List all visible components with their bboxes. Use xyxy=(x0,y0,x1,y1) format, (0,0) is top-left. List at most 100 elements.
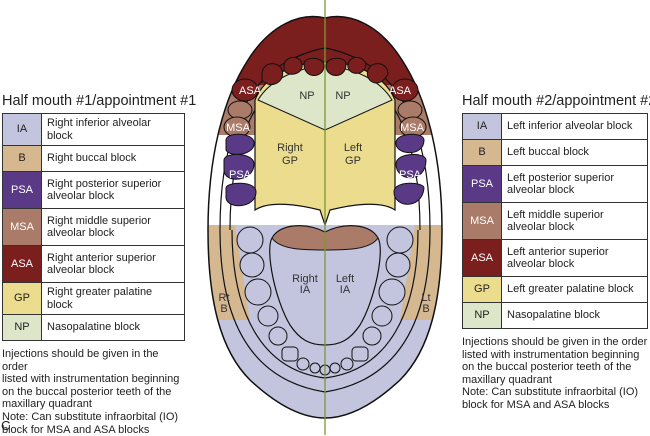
mouth-diagram: NP NP ASA ASA MSA MSA PSA PSA Right GP L… xyxy=(207,0,443,435)
legend-desc: Right anterior superior alveolar block xyxy=(41,245,185,283)
upper-premolars xyxy=(223,100,427,138)
legend-desc: Right greater palatine block xyxy=(41,282,185,315)
tooth xyxy=(386,226,414,254)
label-msa-right: MSA xyxy=(226,122,251,134)
tooth xyxy=(329,362,341,374)
legend-code: PSA xyxy=(462,165,502,203)
legend-desc: Left posterior superior alveolar block xyxy=(501,165,648,203)
tooth xyxy=(340,357,354,371)
legend-code: GP xyxy=(462,276,502,303)
tooth xyxy=(225,133,255,155)
tooth xyxy=(393,182,425,205)
note-line: on the buccal posterior teeth of the xyxy=(2,385,172,398)
figure-label: C xyxy=(1,418,11,433)
note-line: Note: Can substitute infraorbital (IO) xyxy=(462,386,639,399)
legend-code: PSA xyxy=(2,171,42,209)
label-ia-right-1: Right xyxy=(292,273,318,285)
legend-code: MSA xyxy=(462,202,502,240)
legend-code: IA xyxy=(2,113,42,146)
label-gp-right-1: Right xyxy=(277,142,303,154)
tooth xyxy=(227,100,253,120)
tooth xyxy=(239,252,265,278)
legend-desc: Left anterior superior alveolar block xyxy=(501,239,648,277)
legend-code: NP xyxy=(2,314,42,341)
label-psa-left: PSA xyxy=(399,169,422,181)
legend-code: ASA xyxy=(2,245,42,283)
note-line: maxillary quadrant xyxy=(2,398,92,411)
legend-desc: Right posterior superior alveolar block xyxy=(41,171,185,209)
tooth xyxy=(268,326,288,346)
label-b-left-2: B xyxy=(422,303,429,315)
tooth xyxy=(362,326,382,346)
tooth xyxy=(347,57,367,74)
tooth-asa-left xyxy=(391,78,419,102)
tooth xyxy=(257,305,279,327)
tooth xyxy=(223,154,255,180)
legend-desc: Nasopalatine block xyxy=(41,314,185,341)
tooth xyxy=(395,133,425,154)
legend-desc: Right middle superior alveolar block xyxy=(41,208,185,246)
legend-desc: Left inferior alveolar block xyxy=(501,113,648,140)
tooth xyxy=(236,226,264,254)
tooth xyxy=(309,362,321,374)
label-ia-left-2: IA xyxy=(340,284,351,296)
right-panel-title: Half mouth #2/appointment #2 xyxy=(462,93,650,109)
label-gp-left-1: Left xyxy=(344,142,362,154)
left-instructions-note: Injections should be given in the order … xyxy=(2,348,185,436)
legend-code: ASA xyxy=(462,239,502,277)
legend-desc: Nasopalatine block xyxy=(501,302,648,329)
tooth xyxy=(244,278,272,306)
legend-code: NP xyxy=(462,302,502,329)
upper-anterior-teeth xyxy=(231,57,419,102)
tooth xyxy=(325,57,347,76)
label-gp-left-2: GP xyxy=(345,155,361,167)
legend-code: B xyxy=(2,145,42,172)
tooth xyxy=(385,252,411,278)
tooth xyxy=(351,346,369,362)
label-b-left-1: Lt xyxy=(421,292,430,304)
note-line: on the buccal posterior teeth of the xyxy=(462,361,632,374)
tooth xyxy=(366,63,389,84)
note-line: Injections should be given in the order xyxy=(462,336,648,348)
note-line: block for MSA and ASA blocks xyxy=(462,398,610,411)
legend-desc: Left middle superior alveolar block xyxy=(501,202,648,240)
tooth-asa-right xyxy=(231,78,259,102)
legend-desc: Left greater palatine block xyxy=(501,276,648,303)
tooth xyxy=(395,154,427,179)
tooth xyxy=(281,346,299,362)
legend-desc: Left buccal block xyxy=(501,139,648,166)
legend-code: B xyxy=(462,139,502,166)
tooth xyxy=(378,278,406,306)
label-ia-right-2: IA xyxy=(300,284,311,296)
lower-teeth xyxy=(236,226,414,376)
label-asa-left: ASA xyxy=(389,85,412,97)
right-instructions-note: Injections should be given in the order … xyxy=(462,336,648,412)
tooth xyxy=(283,57,303,75)
tooth xyxy=(371,305,393,327)
label-asa-right: ASA xyxy=(239,85,262,97)
tooth xyxy=(303,57,325,76)
tooth xyxy=(296,357,310,371)
note-line: listed with instrumentation beginning xyxy=(462,348,640,361)
left-panel-title: Half mouth #1/appointment #1 xyxy=(2,93,197,109)
label-b-right-2: B xyxy=(220,303,227,315)
legend-desc: Right buccal block xyxy=(41,145,185,172)
legend-code: IA xyxy=(462,113,502,140)
label-ia-left-1: Left xyxy=(336,273,354,285)
label-b-right-1: Rt xyxy=(219,292,230,304)
